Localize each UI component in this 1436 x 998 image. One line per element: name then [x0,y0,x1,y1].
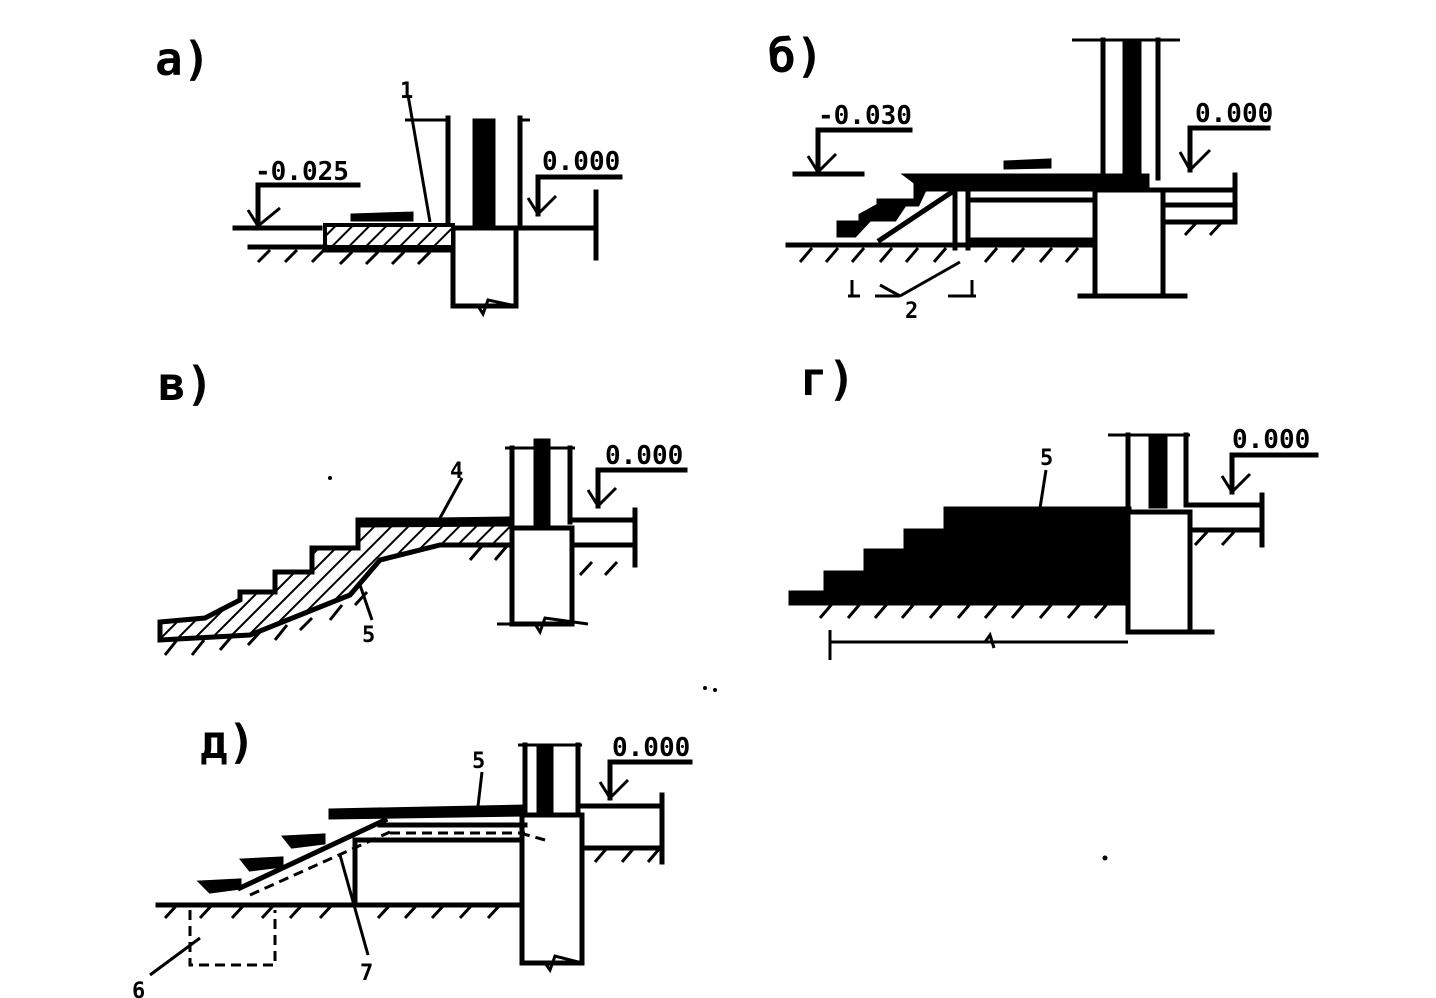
panel-b-landing [913,173,1150,192]
panel-a-callout: 1 [400,79,413,104]
panel-g-label: г) [800,352,855,406]
panel-d-landing [328,804,527,820]
panel-a-level-left: -0.025 [232,157,361,231]
panel-g-wall [1108,432,1190,509]
panel-b-steps [836,173,1098,251]
panel-a-label: а) [155,32,210,86]
panel-d-label: д) [200,715,255,769]
panel-v-level-right-text: 0.000 [605,441,683,471]
panel-d-foundation [519,812,585,974]
panel-v-foundation [497,525,589,636]
panel-v-label: в) [158,357,213,411]
panel-v-wall [505,438,575,527]
panel-a-level-left-text: -0.025 [255,157,349,187]
panel-a-wall [405,115,530,228]
panel-v-ground [163,545,619,656]
panel-b-ground [785,219,1235,263]
panel-a: а) - [155,32,623,318]
panel-v-level-right: 0.000 [586,441,688,509]
panel-g-stairs [788,506,1132,606]
panel-b-wall [1072,37,1180,182]
panel-d-callout-top: 5 [472,749,485,774]
panel-a-slab [323,223,455,249]
panel-b: б) [768,29,1273,324]
scan-specks [328,476,1108,861]
panel-d-ground [155,847,662,967]
panel-v-stairs [157,517,515,643]
panel-d-callout-left: 6 [132,979,145,998]
panel-d-level-right: 0.000 [598,733,693,801]
panel-g: г) 5 [788,352,1319,660]
panel-g-callout: 5 [1040,446,1053,471]
panel-v-callout-top: 4 [450,459,463,484]
panel-b-level-right: 0.000 [1178,99,1273,173]
panel-g-ground [818,530,1236,660]
panel-d: д) [132,715,693,998]
panel-b-callout: 2 [905,299,918,324]
panel-v: в) 4 5 [157,357,688,656]
panel-b-level-right-text: 0.000 [1195,99,1273,129]
panel-b-level-left-text: -0.030 [818,101,912,131]
panel-v-callout-bottom: 5 [362,623,375,648]
panel-b-level-left: -0.030 [792,101,913,177]
panel-g-foundation [1125,509,1193,635]
panel-d-callout-bottom: 7 [360,961,373,986]
panel-d-level-right-text: 0.000 [612,733,690,763]
panel-a-arrow [350,211,414,222]
panel-a-level-right-text: 0.000 [542,147,620,177]
panel-a-level-right: 0.000 [526,147,623,217]
panel-a-foundation [450,225,519,318]
panel-g-level-right: 0.000 [1220,425,1319,495]
panel-a-ground [247,244,456,266]
panel-g-level-right-text: 0.000 [1232,425,1310,455]
panel-d-steps [196,816,546,903]
panel-d-wall [518,742,582,815]
panel-b-section-marks: 2 [848,260,976,324]
panel-b-label: б) [768,29,823,83]
